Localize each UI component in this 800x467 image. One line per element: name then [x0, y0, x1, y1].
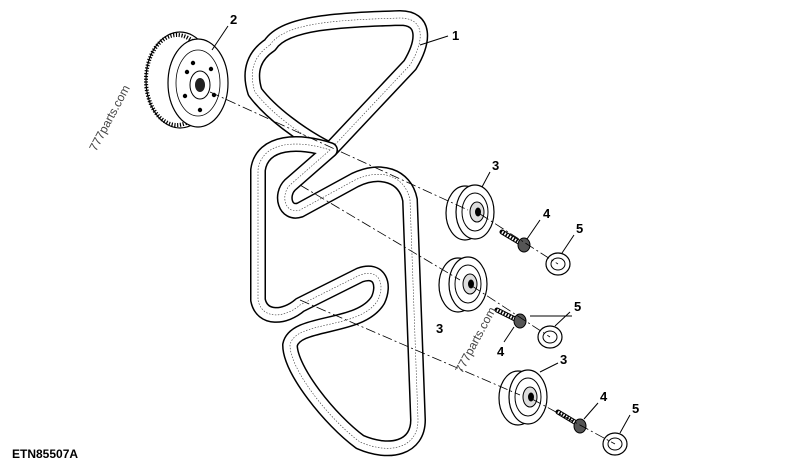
callout-washer-bottom: 5 [632, 401, 639, 416]
crankshaft-pulley [144, 31, 229, 129]
callout-bolt-top: 4 [543, 206, 551, 221]
callout-idler-pulley-top: 3 [492, 158, 499, 173]
watermark: 777parts.com [86, 83, 132, 154]
callout-washer-middle: 5 [574, 299, 581, 314]
callout-idler-pulley-bottom: 3 [560, 352, 567, 367]
leader-lines [211, 25, 631, 434]
callout-bolt-bottom: 4 [600, 389, 608, 404]
idler-pulley-bottom [498, 369, 548, 426]
bolt-bottom [555, 409, 587, 434]
assembly-axes [209, 91, 616, 445]
figure-id: ETN85507A [12, 447, 78, 461]
callout-belt: 1 [452, 28, 459, 43]
serpentine-belt [244, 10, 429, 457]
callout-idler-pulley-middle: 3 [436, 321, 443, 336]
idler-pulley-middle [438, 256, 488, 313]
watermark: 777parts.com [452, 305, 498, 376]
callout-crankshaft-pulley: 2 [230, 12, 237, 27]
bolt-top [499, 229, 531, 253]
callout-bolt-middle: 4 [497, 344, 505, 359]
idler-pulley-top [445, 184, 495, 241]
callout-washer-top: 5 [576, 221, 583, 236]
bolt-middle [494, 307, 527, 329]
